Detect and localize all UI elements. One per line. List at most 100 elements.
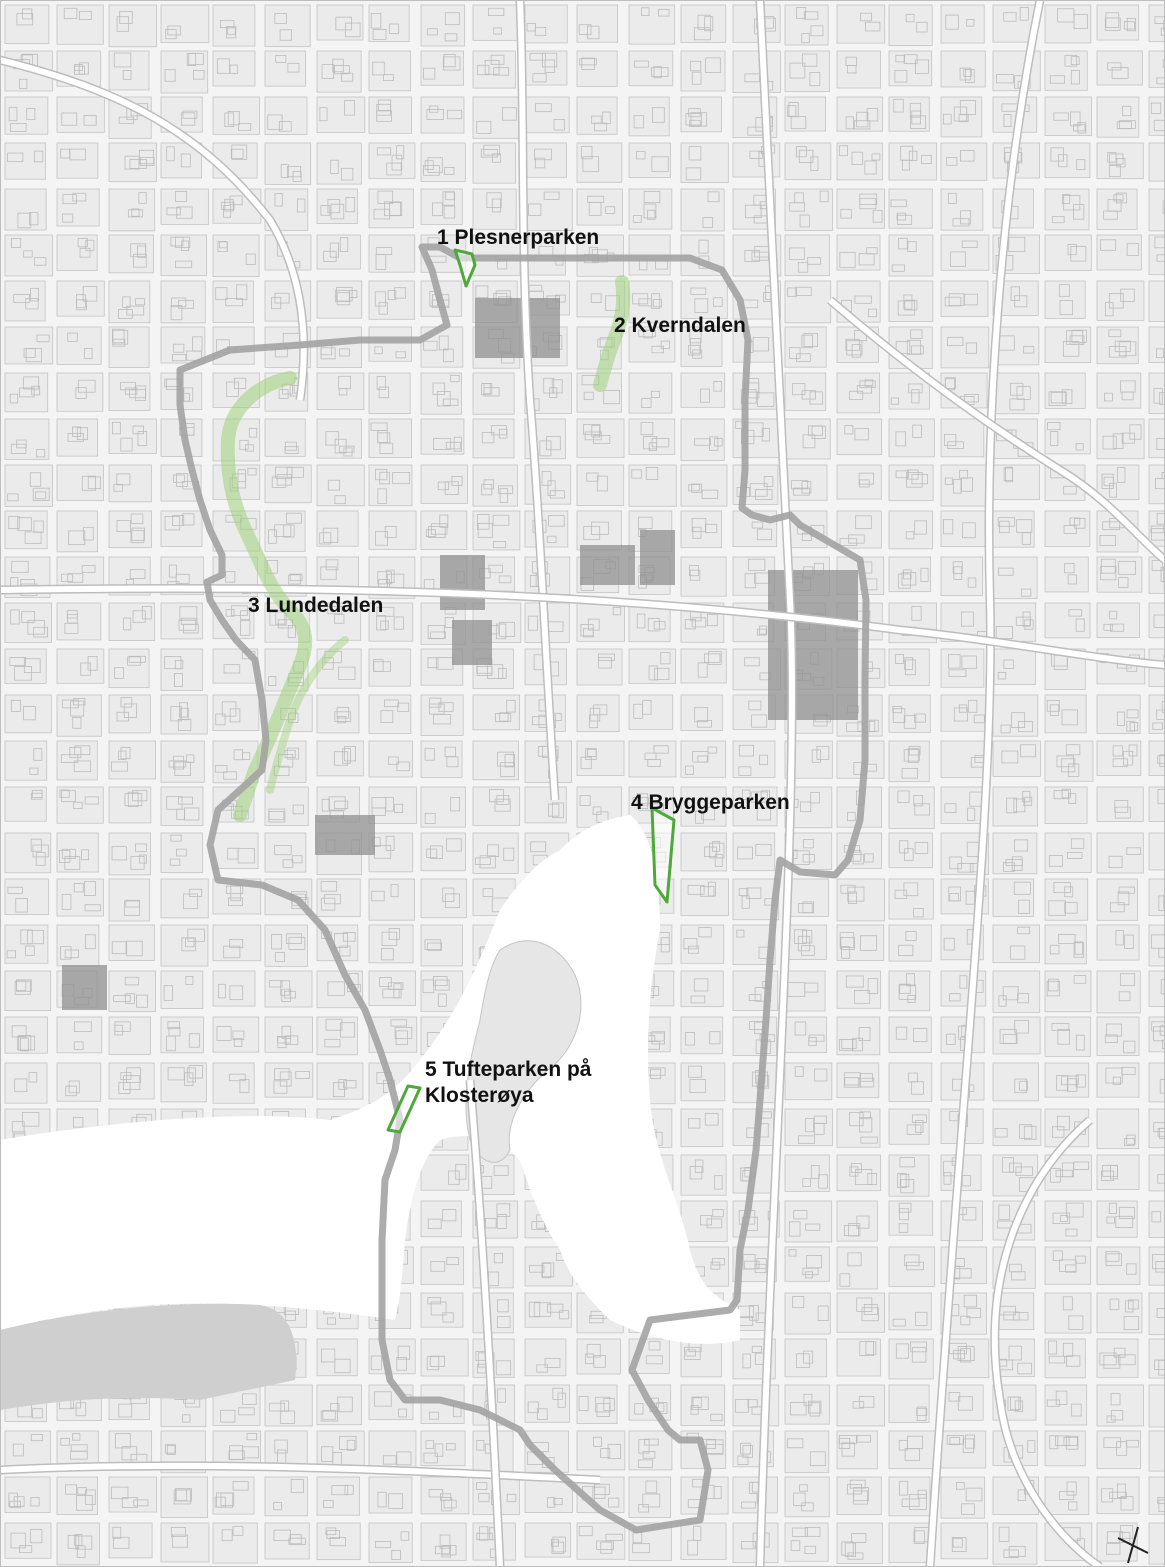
building xyxy=(712,1209,724,1218)
building xyxy=(1050,1168,1061,1183)
building xyxy=(179,702,188,718)
building xyxy=(443,205,456,219)
building xyxy=(1027,1440,1036,1453)
building xyxy=(325,1018,343,1031)
city-block xyxy=(680,556,727,597)
building xyxy=(131,208,140,217)
building xyxy=(1066,1481,1077,1496)
building xyxy=(20,929,33,945)
park-label-line: 4 Bryggeparken xyxy=(631,791,790,814)
building xyxy=(173,755,185,770)
city-block xyxy=(940,326,990,369)
building xyxy=(846,1484,863,1495)
building xyxy=(331,1485,349,1496)
building xyxy=(176,206,193,219)
building xyxy=(1125,1300,1134,1313)
building xyxy=(1065,1228,1078,1237)
building xyxy=(169,858,181,866)
building xyxy=(804,1545,817,1554)
building xyxy=(442,56,461,71)
city-block xyxy=(212,280,254,323)
building xyxy=(78,10,92,20)
building xyxy=(807,256,821,265)
building xyxy=(966,19,975,27)
building xyxy=(742,1353,751,1369)
city-block xyxy=(836,1476,882,1515)
building xyxy=(185,976,194,985)
city-block xyxy=(888,878,934,920)
building xyxy=(28,1072,38,1083)
building xyxy=(116,473,131,486)
building xyxy=(1068,1315,1084,1330)
park-label-line: Klosterøya xyxy=(425,1084,534,1107)
building xyxy=(229,195,243,206)
building xyxy=(376,615,387,631)
building xyxy=(904,848,914,862)
city-block xyxy=(1148,464,1165,505)
building xyxy=(23,250,33,258)
building xyxy=(863,1303,878,1315)
city-block xyxy=(940,510,986,548)
building xyxy=(603,1398,615,1412)
building xyxy=(175,573,190,584)
park-tufteparken[interactable] xyxy=(386,1084,422,1134)
building xyxy=(394,803,404,814)
building xyxy=(551,1541,565,1554)
building xyxy=(1063,525,1077,534)
building xyxy=(290,1479,304,1494)
building xyxy=(1110,1410,1124,1421)
park-plesnerparken[interactable] xyxy=(453,248,477,288)
city-block xyxy=(680,924,725,964)
building xyxy=(451,475,463,486)
building xyxy=(7,152,24,162)
city-block xyxy=(1096,786,1144,822)
city-block xyxy=(472,50,516,89)
building xyxy=(1154,1359,1165,1370)
building xyxy=(867,978,879,994)
building xyxy=(1163,894,1165,909)
city-block xyxy=(680,694,723,731)
building xyxy=(1010,286,1020,301)
building xyxy=(578,1396,589,1412)
building xyxy=(1070,838,1085,849)
building xyxy=(221,201,235,210)
city-block xyxy=(784,1476,830,1518)
building xyxy=(61,848,76,859)
building xyxy=(750,791,768,803)
building xyxy=(32,1408,43,1419)
city-block xyxy=(628,372,673,414)
building xyxy=(442,398,459,406)
building xyxy=(14,1078,28,1092)
building xyxy=(498,485,514,494)
building xyxy=(446,838,462,852)
building xyxy=(112,338,126,347)
building xyxy=(113,52,132,68)
building xyxy=(180,153,191,168)
building xyxy=(125,899,140,908)
building xyxy=(714,1175,723,1190)
city-block xyxy=(784,234,830,277)
building xyxy=(636,613,646,629)
building xyxy=(344,1484,354,1495)
city-block xyxy=(264,786,309,826)
road xyxy=(0,57,307,401)
building xyxy=(856,385,872,394)
building xyxy=(688,344,701,356)
park-bryggeparken[interactable] xyxy=(650,806,676,904)
building xyxy=(1121,432,1135,444)
building xyxy=(335,16,352,31)
building xyxy=(394,287,406,299)
building xyxy=(141,606,152,620)
building xyxy=(644,1438,659,1446)
city-block xyxy=(212,50,256,87)
building xyxy=(1062,1342,1074,1357)
building xyxy=(1046,1399,1060,1407)
city-block xyxy=(628,96,670,137)
building xyxy=(273,1502,282,1511)
building xyxy=(1046,980,1061,997)
building xyxy=(224,198,234,212)
building xyxy=(394,1026,413,1040)
building xyxy=(1049,944,1060,955)
